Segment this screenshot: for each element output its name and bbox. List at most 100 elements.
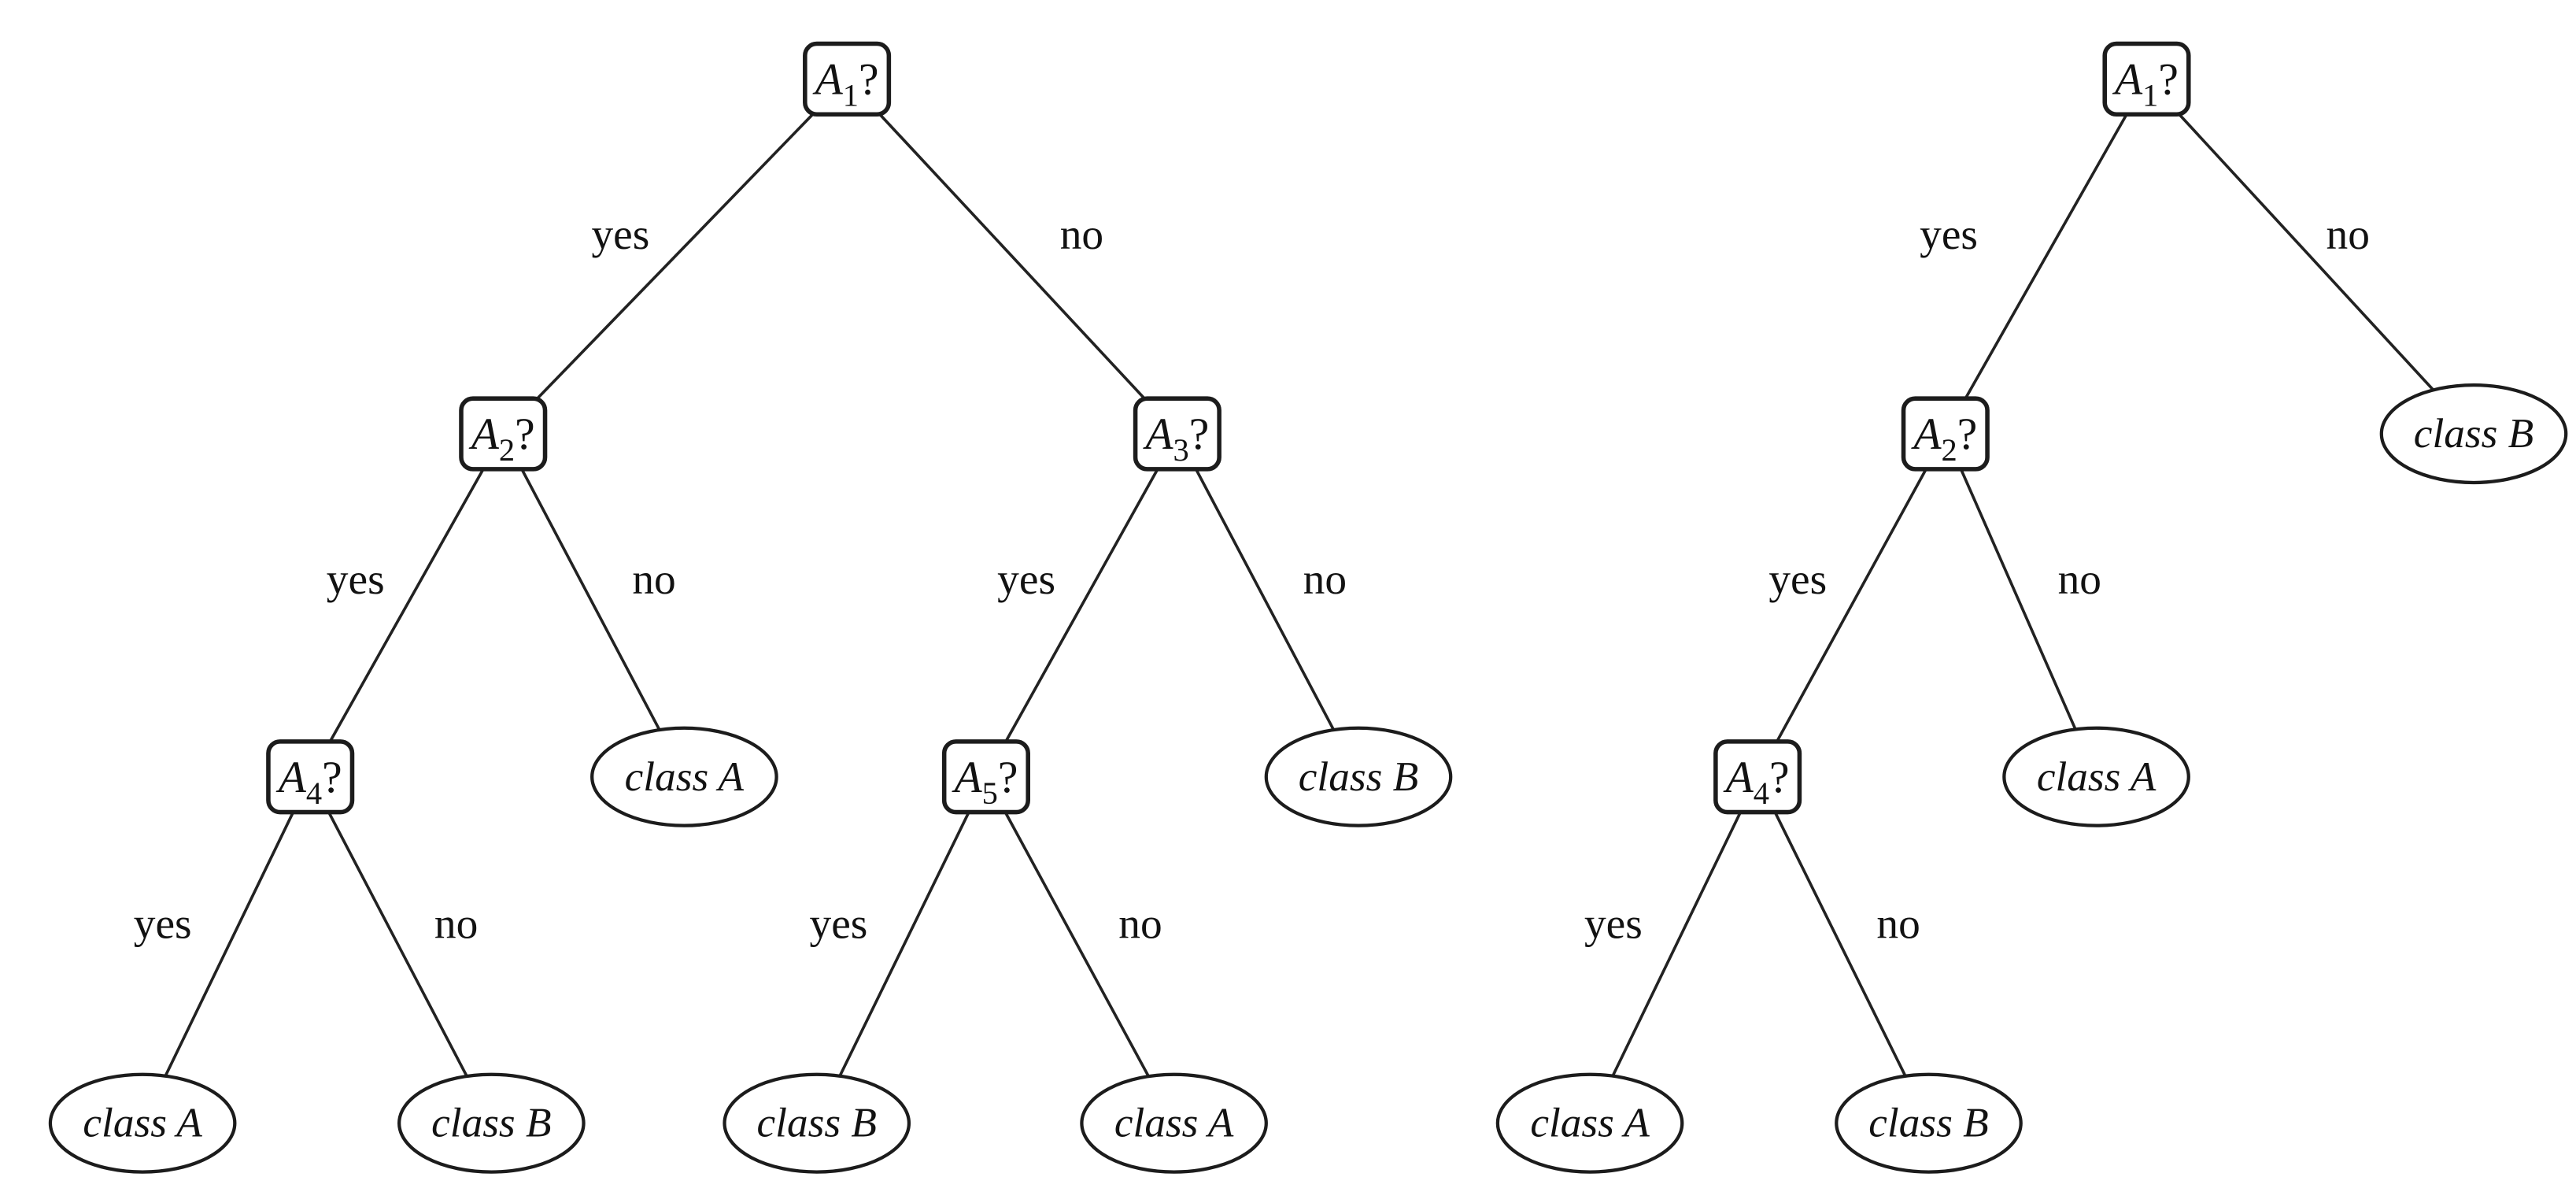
left-leaf-a4-yes: class A [48,1072,237,1174]
question-box [1713,739,1802,815]
leaf-label: class A [1530,1099,1650,1146]
right-tree-edges [1588,77,2475,1125]
right-leaf-a2-no: class A [2002,726,2190,827]
question-box [1901,396,1990,472]
left-leaf-a2-no: class A [590,726,778,827]
left-node-a5: A5? [941,739,1030,815]
edge-line [1943,432,2098,779]
leaf-label: class B [1868,1099,1988,1146]
question-label: A1? [2112,55,2179,113]
right-node-a2: A2? [1901,396,1990,472]
attribute-subscript: 3 [1173,432,1189,468]
leaf-ellipse [48,1072,237,1174]
edge-label-no: no [2327,210,2370,258]
edge-line [501,77,848,435]
leaf-ellipse [1495,1072,1684,1174]
edge-label-no: no [1060,210,1103,258]
attribute-symbol: A [951,753,982,802]
question-mark: ? [322,753,342,802]
leaf-label: class A [83,1099,202,1146]
edge-line [309,775,493,1125]
question-label: A4? [275,753,342,811]
leaf-label: class B [1299,753,1418,800]
attribute-symbol: A [1910,409,1942,459]
question-mark: ? [1769,753,1790,802]
question-box [1133,396,1221,472]
edge-line [141,775,312,1125]
left-leaf-a3-no: class B [1264,726,1453,827]
question-box [266,739,355,815]
edge-line [1943,77,2149,435]
leaf-label: class B [2414,409,2533,457]
edge-line [309,432,505,779]
question-label: A5? [951,753,1018,811]
right-leaf-a1-no: class B [2379,383,2568,485]
leaf-label: class B [757,1099,877,1146]
attribute-symbol: A [1142,409,1173,459]
leaf-label: class A [2037,753,2157,800]
left-leaf-a5-yes: class B [723,1072,911,1174]
question-mark: ? [2158,55,2179,105]
leaf-label: class A [625,753,745,800]
edge-label-no: no [2058,555,2101,603]
edge-line [985,432,1179,779]
edge-line [1588,775,1759,1125]
edge-label-yes: yes [997,555,1055,603]
question-box [803,41,892,117]
question-box [941,739,1030,815]
right-node-a4: A4? [1713,739,1802,815]
left-tree-edges [141,77,1360,1125]
edge-line [501,432,686,779]
leaf-ellipse [1835,1072,2023,1174]
attribute-symbol: A [812,55,844,105]
edge-line [815,775,988,1125]
leaf-ellipse [397,1072,586,1174]
left-leaf-a4-no: class B [397,1072,586,1174]
leaf-ellipse [723,1072,911,1174]
edge-line [985,775,1176,1125]
question-label: A2? [468,409,535,468]
edge-line [1176,432,1360,779]
question-label: A4? [1723,753,1790,811]
question-label: A1? [812,55,879,113]
right-node-a1: A1? [2102,41,2191,117]
edge-label-no: no [1876,900,1920,948]
attribute-subscript: 5 [982,775,998,811]
edge-line [1756,432,1947,779]
attribute-symbol: A [2112,55,2143,105]
leaf-ellipse [2002,726,2190,827]
edge-label-no: no [434,900,478,948]
leaf-ellipse [1080,1072,1268,1174]
question-box [459,396,548,472]
edge-line [2145,77,2475,435]
attribute-symbol: A [468,409,500,459]
edge-label-no: no [1303,555,1347,603]
left-node-a3: A3? [1133,396,1221,472]
right-leaf-a4-no: class B [1835,1072,2023,1174]
question-mark: ? [998,753,1018,802]
edge-label-yes: yes [1768,555,1827,603]
attribute-subscript: 1 [2142,78,2158,113]
edge-label-yes: yes [327,555,385,603]
leaf-ellipse [590,726,778,827]
edge-label-no: no [1118,900,1162,948]
leaf-ellipse [2379,383,2568,485]
left-leaf-a5-no: class A [1080,1072,1268,1174]
question-mark: ? [859,55,879,105]
edge-label-yes: yes [1584,900,1643,948]
attribute-subscript: 1 [843,78,859,113]
right-tree-edge-labels: yes no yes no yes no [1584,210,2370,948]
left-node-a4: A4? [266,739,355,815]
edge-label-yes: yes [1920,210,1978,258]
leaf-ellipse [1264,726,1453,827]
edge-line [1756,775,1931,1125]
attribute-subscript: 4 [306,775,322,811]
question-box [2102,41,2191,117]
attribute-symbol: A [275,753,307,802]
question-mark: ? [1189,409,1210,459]
edge-label-no: no [632,555,675,603]
edge-label-yes: yes [591,210,649,258]
left-tree-edge-labels: yes no yes no yes no yes no yes no [134,210,1347,948]
